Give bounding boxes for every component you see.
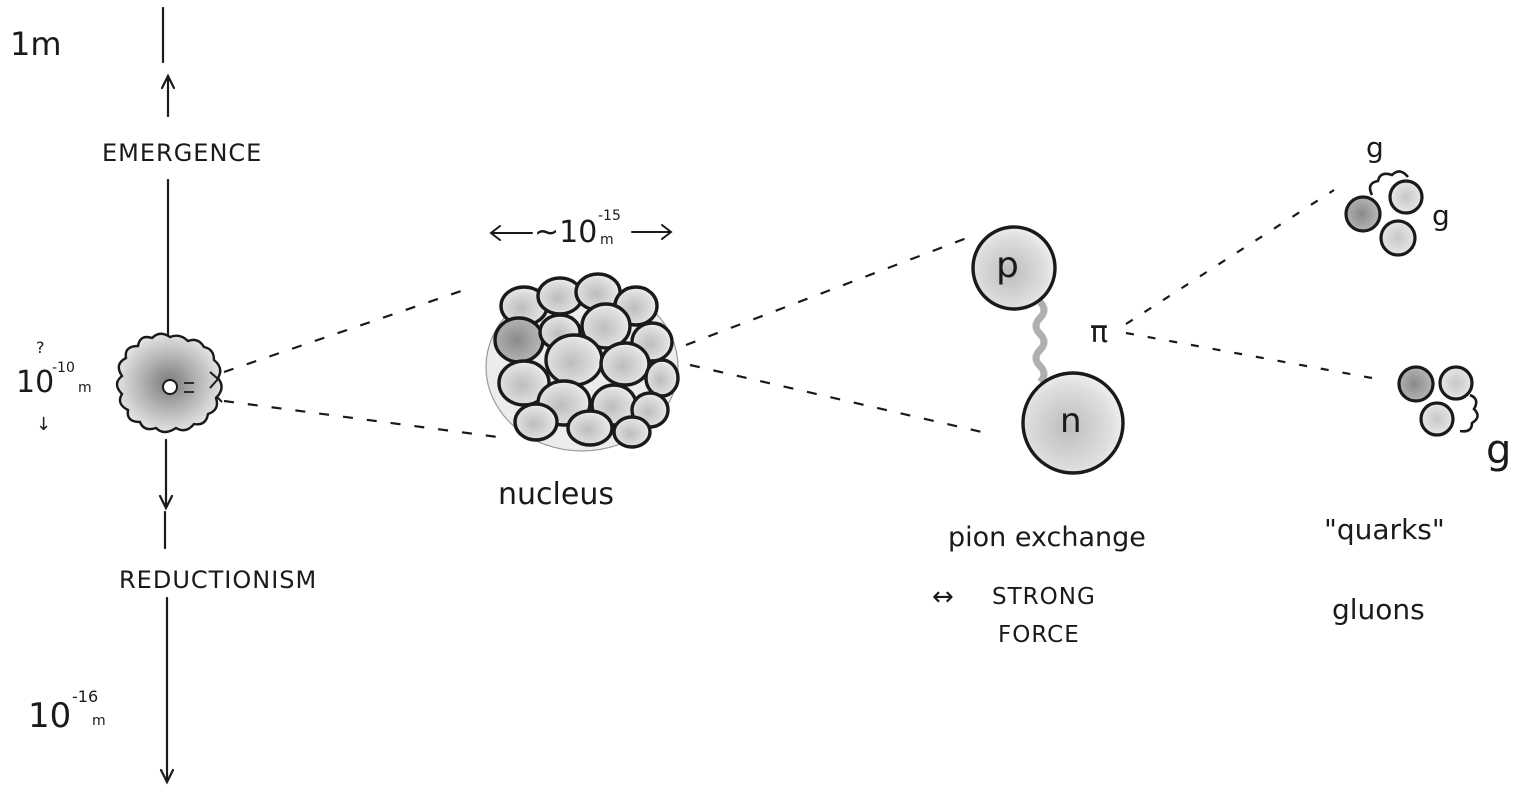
- force-label: FORCE: [998, 622, 1080, 648]
- zoom-line-lower: [689, 363, 983, 434]
- nucleus-size-prefix: ~10: [534, 215, 598, 250]
- nucleus-size-label: ~10 -15 m: [534, 208, 634, 258]
- gluon-label-right: g: [1432, 199, 1450, 232]
- pion-wavy-line: [1032, 299, 1048, 385]
- axis-bottom-arrowhead: [159, 768, 175, 785]
- atom-nucleus-dot: [162, 379, 178, 395]
- nucleus-size-arrow: [489, 224, 673, 241]
- nucleus-size-unit: m: [600, 232, 614, 248]
- nucleus-label: nucleus: [498, 477, 614, 512]
- neutron-label: n: [1060, 401, 1082, 441]
- gluon-label-top: g: [1366, 131, 1384, 164]
- atom-scale-label: ? 10 -10 m ↓: [16, 340, 111, 440]
- zoom-lines-nucleus-nucleons: [685, 234, 983, 434]
- atom-marks: [184, 382, 194, 393]
- emergence-label: EMERGENCE: [102, 139, 263, 167]
- scale-top-label: 1m: [10, 25, 62, 63]
- quark-cluster-lower: [1397, 365, 1479, 437]
- nucleons-cluster: [493, 272, 680, 449]
- strong-force-arrow: ↔: [932, 582, 954, 612]
- gluon-squiggle-upper: [1368, 170, 1410, 196]
- axis-down-arrowhead: [158, 494, 174, 511]
- zoom-line-upper: [1125, 189, 1335, 325]
- bottom-scale-exponent: -16: [72, 687, 99, 706]
- scale-axis: [158, 6, 176, 785]
- axis-up-arrowhead: [160, 73, 176, 90]
- gluons-caption: gluons: [1332, 593, 1425, 626]
- atom-scale-arrow: ↓: [36, 414, 52, 435]
- reductionism-label: REDUCTIONISM: [119, 566, 318, 594]
- gluon-squiggle-lower: [1459, 393, 1479, 433]
- zoom-lines-pion-quarks: [1125, 189, 1373, 380]
- quark-cluster-upper: [1344, 170, 1424, 257]
- neutron-circle: [1021, 371, 1125, 475]
- zoom-line-lower: [223, 399, 506, 440]
- proton-circle: [971, 225, 1057, 311]
- atom-scale-unit: m: [78, 380, 92, 396]
- pion-label: π: [1090, 315, 1109, 350]
- quarks-caption: "quarks": [1324, 513, 1445, 546]
- bottom-scale-unit: m: [92, 713, 106, 729]
- zoom-line-lower: [1125, 331, 1373, 380]
- zoom-line-upper: [685, 234, 973, 347]
- nucleon-pair: [971, 225, 1125, 475]
- bottom-scale-base: 10: [28, 696, 72, 736]
- zoom-line-upper: [223, 286, 471, 374]
- atom-zoom-bracket: [209, 371, 223, 403]
- atom-scale-marker: ?: [36, 338, 45, 357]
- atom: [115, 332, 223, 434]
- strong-label: STRONG: [992, 584, 1096, 610]
- bottom-scale-label: 10 -16 m: [28, 683, 128, 743]
- proton-label: p: [996, 245, 1019, 286]
- gluon-label-bottom: g: [1486, 427, 1512, 473]
- nucleus-size-exponent: -15: [598, 208, 621, 224]
- atom-scale-base: 10: [16, 365, 55, 400]
- pion-exchange-caption: pion exchange: [948, 522, 1146, 553]
- nucleus-cluster: [485, 272, 680, 452]
- zoom-lines-atom-nucleus: [223, 286, 506, 440]
- atom-scale-exponent: -10: [52, 360, 75, 376]
